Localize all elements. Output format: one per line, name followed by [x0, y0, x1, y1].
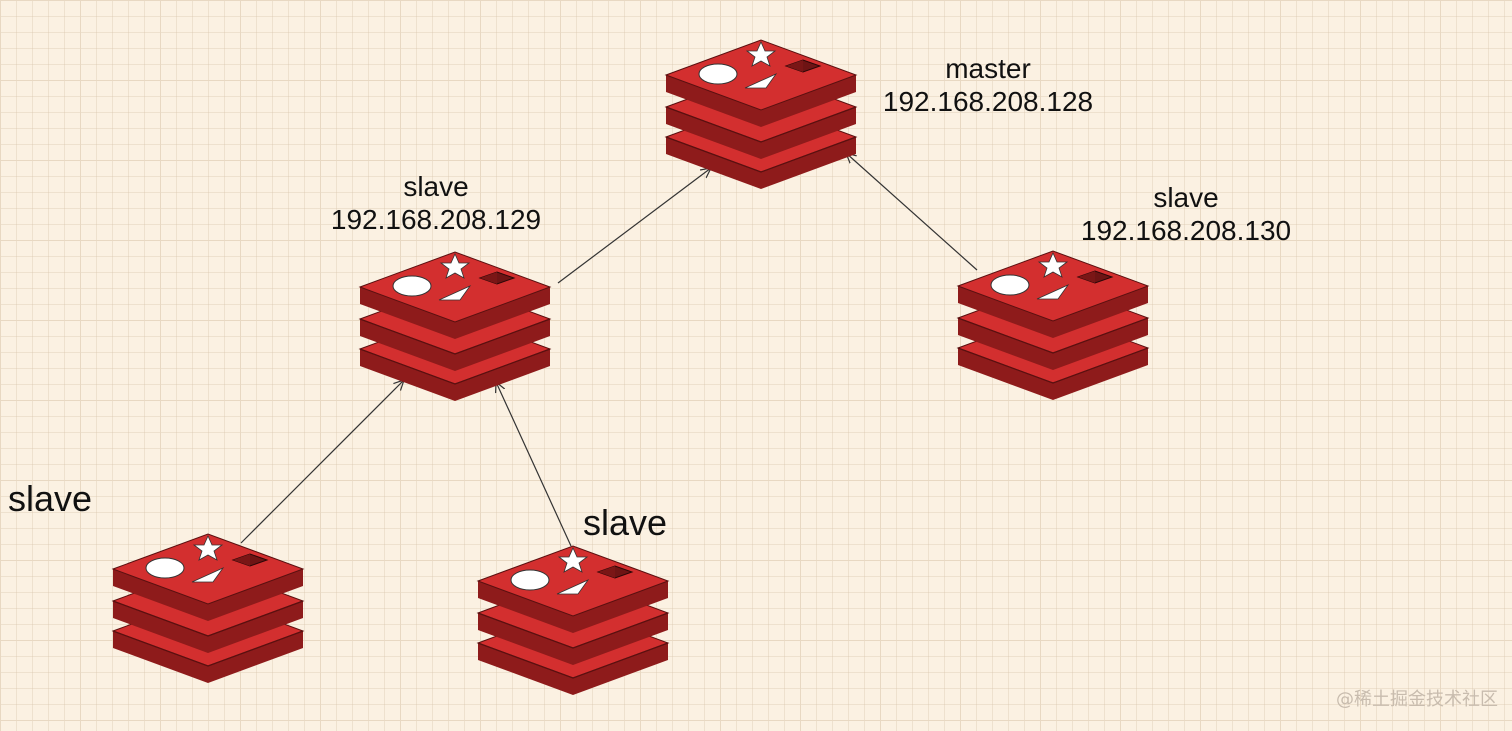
slave-130-role: slave — [1153, 182, 1219, 213]
redis-icon-slave-130 — [957, 250, 1149, 401]
master-role: master — [945, 53, 1031, 84]
edge-slave129-to-master — [557, 168, 711, 284]
slave-left-role: slave — [8, 478, 93, 519]
slave-129-label: slave 192.168.208.129 — [320, 170, 552, 236]
master-label: master 192.168.208.128 — [872, 52, 1104, 118]
edge-slave130-to-master — [846, 153, 978, 271]
slave-129-ip: 192.168.208.129 — [330, 204, 542, 236]
slave-mid-label: slave — [583, 502, 667, 544]
slave-130-ip: 192.168.208.130 — [1080, 215, 1292, 247]
redis-icon-master — [665, 39, 857, 190]
edge-slavemid-to-slave129 — [496, 382, 572, 547]
redis-icon-slave-129 — [359, 251, 551, 402]
edge-slaveleft-to-slave129 — [240, 380, 404, 544]
redis-icon-slave-mid — [477, 545, 669, 696]
master-ip: 192.168.208.128 — [882, 86, 1094, 118]
watermark: @稀土掘金技术社区 — [1336, 689, 1498, 710]
slave-left-label: slave — [8, 478, 92, 520]
redis-icon-slave-left — [112, 533, 304, 684]
slave-130-label: slave 192.168.208.130 — [1070, 181, 1302, 247]
slave-mid-role: slave — [583, 502, 668, 543]
slave-129-role: slave — [403, 171, 469, 202]
